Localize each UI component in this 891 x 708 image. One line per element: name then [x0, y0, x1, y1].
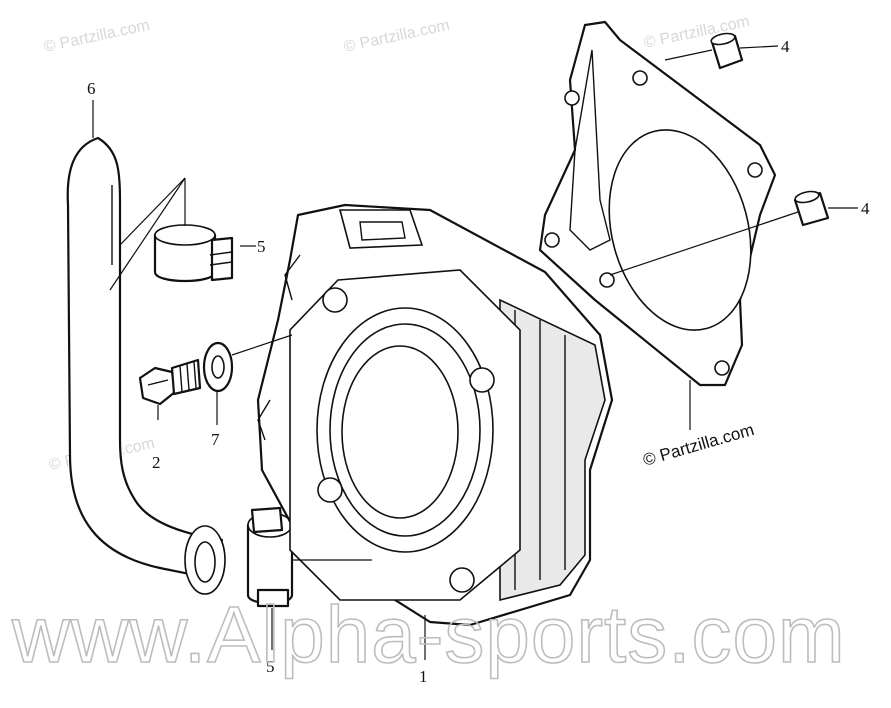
partzilla-credit: © Partzilla.com [641, 420, 756, 470]
callout-1: 1 [419, 667, 428, 686]
callout-5-upper: 5 [257, 237, 266, 256]
bolt-part-2 [138, 358, 202, 406]
leader-lines [92, 45, 858, 660]
callout-7: 7 [211, 430, 220, 449]
washer-part-7 [202, 341, 234, 393]
cylinder-gasket [538, 20, 777, 387]
callout-4-lower: 4 [861, 199, 870, 218]
callout-6: 6 [87, 79, 96, 98]
watermark-small-2: © Partzilla.com [342, 17, 451, 56]
dowel-pin-upper-part-4 [710, 32, 744, 70]
cylinder-block-part-1 [256, 203, 614, 627]
hose-clamp-lower-part-5 [246, 506, 294, 608]
dowel-pin-lower-part-4 [793, 190, 830, 227]
hose-clamp-upper-part-5 [153, 224, 234, 283]
callout-2: 2 [152, 453, 161, 472]
coolant-hose-part-6 [66, 136, 226, 595]
callout-4-upper: 4 [781, 37, 790, 56]
watermark-alpha-sports: www.Alpha-sports.com [11, 590, 846, 679]
callout-5-lower: 5 [266, 657, 275, 676]
watermark-small-1: © Partzilla.com [42, 17, 151, 56]
